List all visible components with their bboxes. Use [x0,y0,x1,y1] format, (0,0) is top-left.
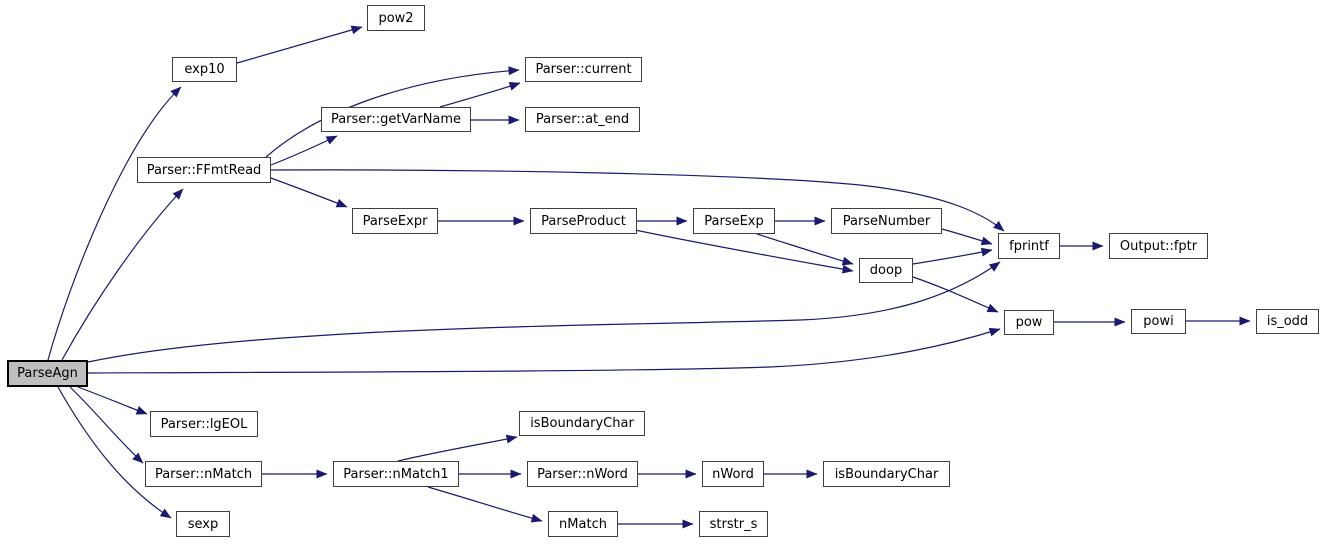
node-sexp[interactable]: sexp [176,511,230,537]
node-parseexp[interactable]: ParseExp [693,208,775,234]
node-powi[interactable]: powi [1131,309,1186,334]
edge-nmatch1-nmatch [427,486,543,523]
node-exp10[interactable]: exp10 [172,57,237,82]
node-parseproduct[interactable]: ParseProduct [530,208,637,234]
node-parser-current[interactable]: Parser::current [525,57,642,82]
edge-getvarname-current [439,82,521,108]
edge-nmatch1-isboundarychar1 [397,434,518,462]
edge-parsenumber-fprintf [941,228,993,246]
node-parseexpr[interactable]: ParseExpr [352,208,438,234]
node-parser-nmatch1[interactable]: Parser::nMatch1 [333,461,459,487]
edge-ffmtread-fprintf [270,169,1005,232]
edge-parseexp-doop [756,233,854,266]
edge-doop-fprintf [912,247,993,265]
node-strstr-s[interactable]: strstr_s [699,511,768,537]
node-parsenumber[interactable]: ParseNumber [831,208,942,234]
edge-doop-pow [912,276,999,313]
edge-parseagn-exp10 [47,86,182,361]
node-pow[interactable]: pow [1004,310,1054,335]
edge-parseproduct-doop [634,229,854,274]
node-fprintf[interactable]: fprintf [998,233,1060,259]
node-nword[interactable]: nWord [702,461,764,487]
node-parser-at-end[interactable]: Parser::at_end [525,107,640,132]
edge-parseagn-fprintf [87,261,1001,363]
node-parser-nmatch[interactable]: Parser::nMatch [145,461,262,487]
node-parser-getvarname[interactable]: Parser::getVarName [321,107,471,132]
node-output-fptr[interactable]: Output::fptr [1109,233,1208,259]
node-parser-ffmtread[interactable]: Parser::FFmtRead [137,157,271,183]
node-parser-nword[interactable]: Parser::nWord [527,461,638,487]
edge-ffmtread-getvarname [270,135,338,166]
node-is-odd[interactable]: is_odd [1256,309,1319,334]
node-isboundarychar-2[interactable]: isBoundaryChar [823,461,950,487]
edge-ffmtread-parseexpr [270,177,348,208]
node-parseagn: ParseAgn [7,360,88,387]
edge-parseagn-pnmatch [69,386,144,464]
node-pow2[interactable]: pow2 [367,5,425,31]
edge-ffmtread-current [265,66,520,158]
edge-parseagn-lgeol [77,386,148,415]
node-nmatch[interactable]: nMatch [548,511,618,537]
node-isboundarychar-1[interactable]: isBoundaryChar [519,411,645,436]
node-doop[interactable]: doop [859,258,913,283]
node-parser-lgeol[interactable]: Parser::lgEOL [150,411,258,437]
edge-parseagn-pow [87,327,1001,374]
edge-exp10-pow2 [236,25,363,64]
edge-parseagn-ffmtread [61,188,184,361]
edge-parseagn-sexp [57,386,172,519]
